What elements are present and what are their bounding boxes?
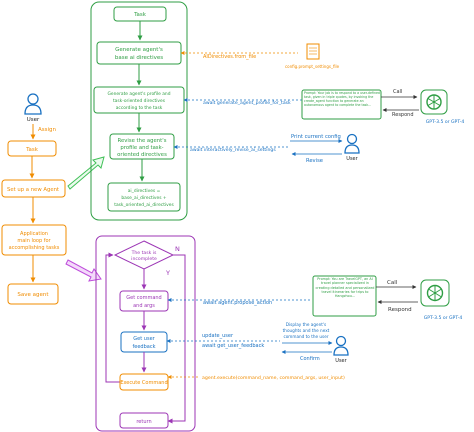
propose-label: await agent.propose_action	[203, 300, 272, 306]
bottom-prompt-text: Prompt: You are TravelGPT, an AI travel …	[315, 277, 375, 299]
bottom-gpt-label: GPT-3.5 or GPT-4	[424, 315, 463, 321]
sum-line1: ai_directives =	[128, 188, 161, 194]
sum-line2: base_ai_directives +	[121, 195, 167, 201]
display-line2: thoughts and the next	[283, 328, 330, 333]
top-user-actor	[344, 133, 360, 154]
save-agent-box	[7, 283, 59, 305]
execute-text: Execute Command	[120, 380, 167, 386]
setup-agent-text: Set up a new Agent	[7, 187, 59, 193]
gen-profile-line2: task-oriented directives	[113, 98, 166, 104]
confirm-label: Confirm	[300, 356, 320, 362]
gen-base-line1: Generate agent's	[115, 47, 163, 53]
no-label: N	[175, 245, 180, 253]
execute-box	[119, 373, 169, 391]
gen-base-line2: base ai directives	[115, 55, 163, 61]
bottom-gpt-icon	[420, 279, 450, 307]
bottom-call-label: Call	[387, 280, 398, 286]
top-user-label: User	[346, 156, 358, 162]
app-loop-line3: accomplishing tasks	[9, 245, 60, 251]
return-box	[119, 412, 169, 429]
top-gpt-label: GPT-3.5 or GPT-4	[426, 119, 465, 125]
loop-expand-arrow	[65, 259, 102, 282]
bottom-user-actor	[333, 335, 349, 356]
revise-line1: Revise the agent's	[118, 138, 167, 144]
top-task-text: Task	[133, 12, 147, 18]
get-command-line2: and args	[133, 303, 155, 309]
top-respond-label: Respond	[392, 112, 414, 118]
top-prompt-box	[301, 89, 382, 120]
setup-container	[90, 1, 188, 221]
app-loop-line2: main loop for	[17, 238, 51, 244]
app-loop-line1: Application	[20, 231, 48, 237]
diamond-no-path	[167, 254, 186, 424]
top-prompt-text: Prompt: Your job is to respond to a user…	[304, 91, 380, 107]
top-call-label: Call	[393, 89, 402, 95]
left-task-text: Task	[25, 147, 39, 153]
config-file-name: config.prompt_settings_file	[285, 64, 340, 69]
incomplete-line1: The task is	[131, 250, 157, 256]
revise-link-label: await interactively_revise_ai_settings	[190, 147, 276, 153]
return-text: return	[136, 419, 151, 425]
left-user-label: User	[27, 117, 40, 123]
ai-file-label: AIDirectives.from_file	[203, 54, 256, 60]
update-user-label: update_user	[202, 333, 234, 339]
get-feedback-label: await get_user_feedback	[202, 343, 264, 349]
profile-label: await generate_agent_profile_for_task	[203, 100, 291, 106]
feedback-line1: Get user	[133, 336, 155, 342]
display-line3: command to the user	[283, 334, 328, 339]
bottom-prompt-box	[312, 275, 377, 317]
yes-label: Y	[165, 269, 170, 277]
bottom-user-label: User	[335, 358, 347, 364]
revise-line2: profile and task-	[120, 145, 163, 151]
execute-link-label: agent.execute(command_name, command_args…	[202, 375, 345, 381]
left-user-actor	[24, 93, 42, 115]
get-command-line1: Get command	[126, 295, 161, 301]
revise-back-label: Revise	[306, 158, 323, 164]
gpt-icon	[420, 89, 448, 115]
app-loop-box	[1, 224, 67, 256]
assign-label: Assign	[38, 127, 57, 133]
incomplete-line2: incomplete	[131, 256, 157, 262]
gen-profile-line3: according to the task	[116, 105, 163, 111]
sum-line3: task_oriented_ai_directives	[114, 202, 174, 208]
bottom-respond-label: Respond	[388, 307, 412, 313]
display-line1: Display the agent's	[286, 322, 326, 327]
revise-line3: oriented directives	[117, 152, 167, 158]
gen-profile-line1: Generate agent's profile and	[108, 91, 171, 97]
loop-back-path	[105, 252, 120, 383]
sum-directives-box	[107, 182, 181, 212]
file-icon	[306, 43, 320, 60]
setup-expand-arrow	[67, 156, 105, 190]
print-config-label: Print current config	[291, 134, 341, 140]
loop-container	[95, 235, 196, 432]
save-agent-text: Save agent	[17, 292, 49, 298]
feedback-line2: feedback	[133, 344, 156, 350]
